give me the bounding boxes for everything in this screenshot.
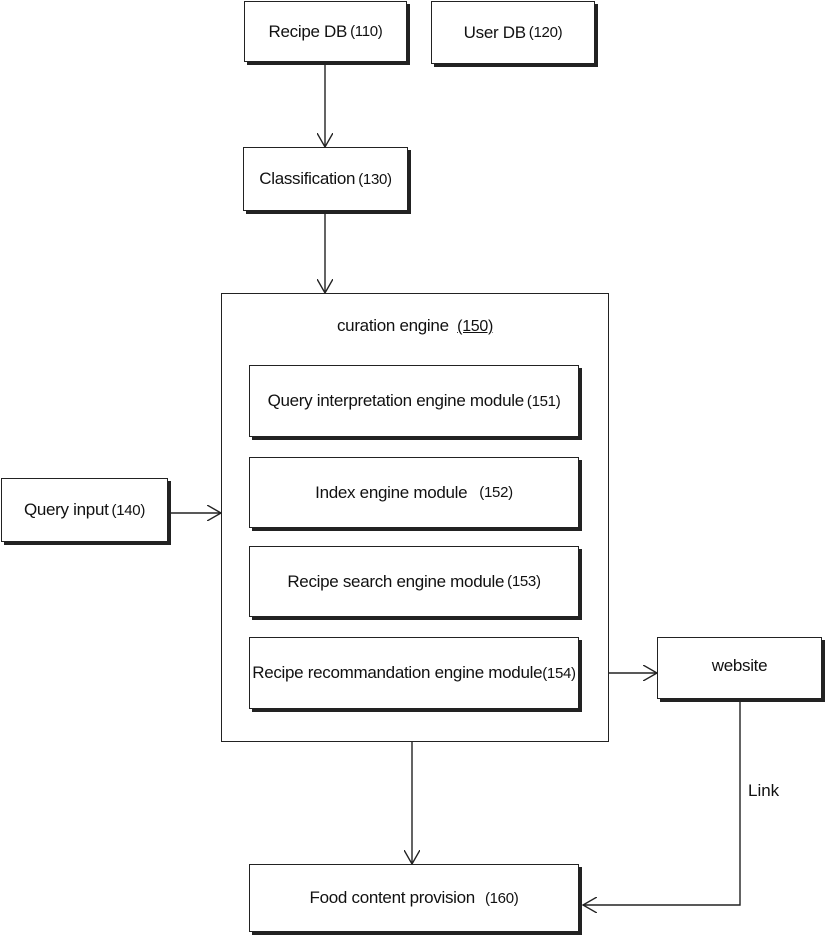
- index-engine-module: Index engine module (152): [249, 457, 579, 528]
- query-input-label: Query input: [23, 500, 109, 519]
- food-content-box: Food content provision (160): [249, 864, 579, 932]
- recipe-db-box: Recipe DB (110): [244, 1, 407, 62]
- module-152-number: (152): [479, 484, 513, 501]
- module-153-number: (153): [507, 573, 541, 590]
- recipe-search-module: Recipe search engine module (153): [249, 546, 579, 617]
- query-input-number: (140): [111, 501, 146, 519]
- user-db-number: (120): [528, 24, 563, 41]
- module-154-label: Recipe recommandation engine module: [252, 663, 543, 682]
- module-151-label: Query interpretation engine module: [267, 391, 525, 410]
- query-interpretation-module: Query interpretation engine module (151): [249, 365, 579, 437]
- user-db-box: User DB (120): [431, 1, 595, 64]
- food-content-label: Food content provision: [309, 888, 476, 907]
- arrow-website-to-food-content: [583, 699, 741, 905]
- website-label: website: [711, 656, 768, 675]
- classification-label: Classification: [259, 169, 356, 188]
- classification-number: (130): [358, 170, 392, 188]
- curation-engine-number: (150): [457, 318, 494, 335]
- classification-box: Classification (130): [243, 147, 408, 211]
- recipe-db-label: Recipe DB: [268, 21, 348, 41]
- module-152-label: Index engine module: [315, 482, 468, 502]
- module-153-label: Recipe search engine module: [287, 571, 505, 591]
- recipe-recommandation-module: Recipe recommandation engine module (154…: [249, 637, 579, 709]
- food-content-number: (160): [484, 889, 519, 907]
- link-label: Link: [748, 781, 780, 800]
- user-db-label: User DB: [463, 22, 526, 42]
- website-box: website: [657, 637, 822, 699]
- curation-engine-label: curation engine: [336, 316, 449, 335]
- query-input-box: Query input (140): [1, 478, 168, 542]
- curation-engine-title: curation engine (150): [222, 316, 608, 336]
- recipe-db-number: (110): [350, 23, 383, 40]
- module-154-number: (154): [542, 664, 576, 682]
- module-151-number: (151): [526, 392, 561, 410]
